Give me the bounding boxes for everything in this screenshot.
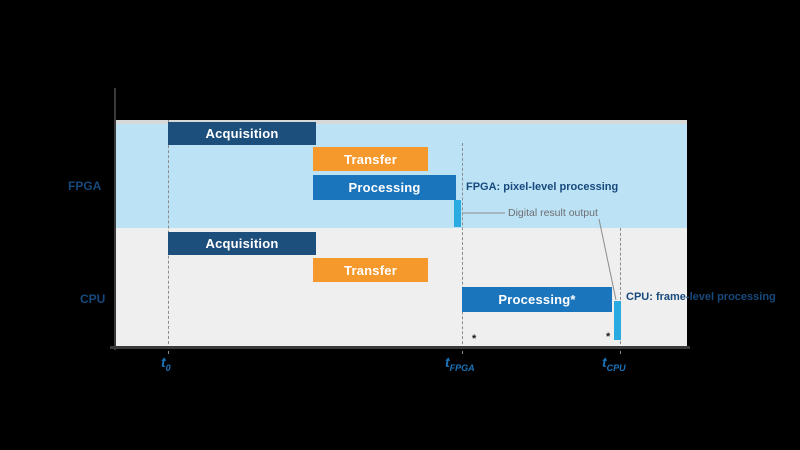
dashed-line-tfpga <box>462 143 463 354</box>
fpga-acquisition-bar: Acquisition <box>168 122 316 145</box>
top-strip <box>116 120 687 124</box>
cpu-acquisition-bar: Acquisition <box>168 232 316 255</box>
y-axis <box>114 88 116 350</box>
axis-label-t0: t0 <box>161 354 171 373</box>
cpu-processing-bar: Processing* <box>462 287 612 312</box>
lane-label-fpga: FPGA <box>68 179 102 193</box>
cpu-transfer-bar: Transfer <box>313 258 428 282</box>
fpga-processing-bar: Processing <box>313 175 456 200</box>
cpu-transfer-label: Transfer <box>344 262 397 278</box>
fpga-pixel-level-note: FPGA: pixel-level processing <box>466 181 619 193</box>
footnote-asterisk-tfpga: * <box>472 333 477 345</box>
dashed-line-tcpu <box>620 228 621 354</box>
fpga-transfer-bar: Transfer <box>313 147 428 171</box>
cpu-digital-result-bar <box>614 301 621 340</box>
footnote-asterisk-tcpu: * <box>606 331 611 343</box>
cpu-processing-label: Processing* <box>498 292 576 307</box>
fpga-processing-label: Processing <box>348 180 421 195</box>
fpga-transfer-label: Transfer <box>344 151 397 167</box>
fpga-acquisition-label: Acquisition <box>205 126 279 141</box>
lane-label-cpu: CPU <box>80 292 106 306</box>
x-axis-time <box>110 346 690 349</box>
fpga-digital-result-bar <box>454 200 461 227</box>
axis-label-tcpu: tCPU <box>602 354 626 373</box>
cpu-frame-level-note: CPU: frame-level processing <box>626 291 776 303</box>
digital-result-output-note: Digital result output <box>508 207 598 219</box>
axis-label-tfpga: tFPGA <box>445 354 475 373</box>
cpu-acquisition-label: Acquisition <box>205 236 279 251</box>
